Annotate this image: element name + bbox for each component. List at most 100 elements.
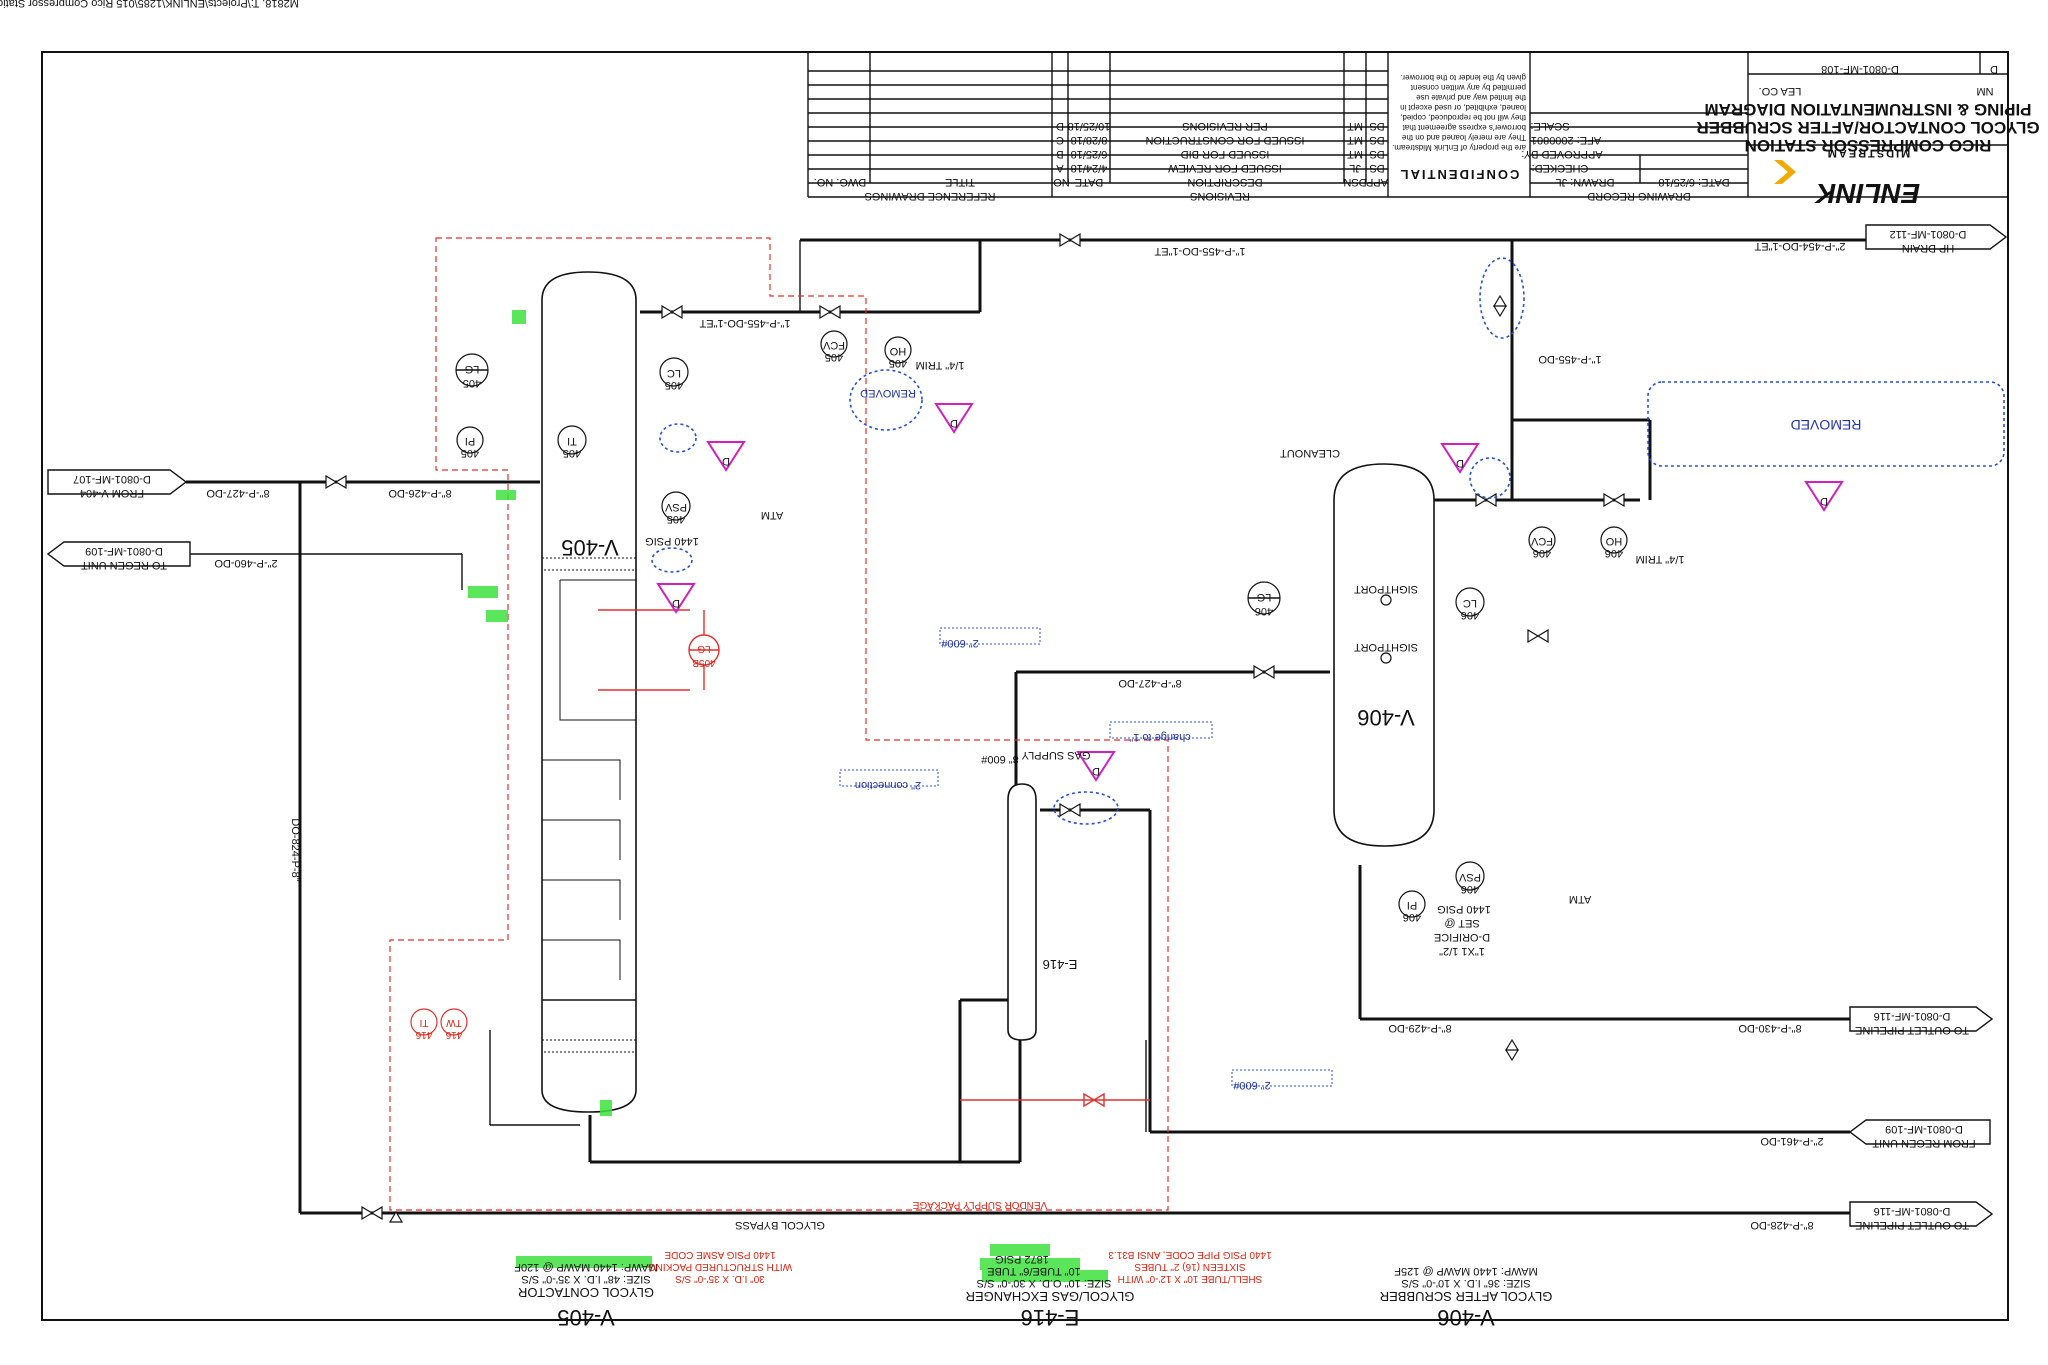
rev-cloud: [1469, 457, 1511, 499]
title-state: NM: [1976, 85, 1993, 97]
offpage-to-outlet-1[interactable]: D-0801-MF-116 TO OUTLET PIPELINE: [1849, 1006, 1994, 1036]
offpage-dwg: D-0801-MF-109: [85, 545, 163, 557]
note-box-ferrous: 2" 600#: [939, 627, 1041, 649]
instrument-ho-405[interactable]: HO 405: [884, 336, 912, 369]
instrument-ti-405[interactable]: TI 405: [557, 425, 587, 459]
psv-406-set-at: SET @: [1444, 917, 1479, 929]
offpage-to-outlet-2[interactable]: D-0801-MF-116 TO OUTLET PIPELINE: [1849, 1201, 1994, 1231]
rev-d-date: 10/25/18: [1068, 120, 1111, 132]
inst-num: 406: [1255, 605, 1273, 617]
equip-red-note: SIXTEEN (16) 2" TUBES: [1134, 1261, 1246, 1272]
instrument-fcv-406[interactable]: FCV 406: [1528, 526, 1556, 559]
equip-hl: 1872 PSIG: [995, 1253, 1049, 1265]
offpage-label: TO OUTLET PIPELINE: [1855, 1024, 1969, 1036]
instrument-lg-406[interactable]: LG 406: [1247, 581, 1281, 617]
offpage-to-regen[interactable]: D-0801-MF-109 TO REGEN UNIT: [46, 541, 191, 571]
line-label-427-in: 8"-P-427-DO: [206, 487, 270, 499]
inst-num: 405: [825, 351, 843, 363]
offpage-hp-drain[interactable]: D-0801-MF-112 HP DRAIN: [1865, 224, 2008, 254]
equip-note-v406: V-406 GLYCOL AFTER SCRUBBER SIZE: 36" I.…: [1380, 1265, 1553, 1330]
scale: SCALE:: [1530, 120, 1569, 132]
rev-b-app: DS: [1369, 148, 1384, 160]
rev-a-app: DS: [1369, 162, 1384, 174]
instrument-fcv-405[interactable]: FCV 405: [820, 330, 848, 363]
vessel-v405[interactable]: V-405: [541, 271, 637, 1113]
vessel-v405-tag: V-405: [561, 535, 619, 560]
instrument-psv-405[interactable]: PSV 405: [661, 491, 691, 525]
rev-d: D: [1820, 495, 1828, 507]
note-text: 2" 600#: [1232, 1079, 1270, 1091]
inst-fn: PI: [1407, 899, 1417, 911]
rev-cloud: [659, 423, 697, 453]
offpage-from-regen[interactable]: D-0801-MF-109 FROM REGEN UNIT: [1848, 1119, 1991, 1149]
revisions-table: REVISIONS NO. DATE DESCRIPTION DSN APP A…: [1050, 52, 1388, 202]
afe-no: AFE: 2000801: [1531, 134, 1601, 146]
title-line2: GLYCOL CONTACTOR/AFTER SCRUBBER: [1696, 118, 2039, 137]
equip-red-note: WITH STRUCTURED PACKING: [648, 1261, 792, 1272]
atm-405: ATM: [761, 509, 783, 521]
green-highlights: [468, 310, 612, 1116]
instrument-lg-405[interactable]: LG 405: [455, 353, 489, 389]
instrument-psv-406[interactable]: PSV 406: [1455, 861, 1485, 895]
note-box-connection: 2" connection: [839, 769, 939, 791]
instrument-lc-406[interactable]: LC 406: [1455, 587, 1485, 621]
instrument-lg-405b[interactable]: LG 405B: [688, 634, 720, 668]
equip-red-note: 1440 PSIG ASME CODE: [664, 1249, 775, 1260]
rev-a-no: A: [1056, 162, 1064, 174]
instrument-pi-405[interactable]: PI 405: [456, 426, 484, 459]
equip-mawp: MAWP: 1440 MAWP @ 125F: [1394, 1265, 1538, 1277]
exchanger-e416[interactable]: E-416: [1007, 783, 1077, 1041]
note-text: 2" 600#: [940, 637, 978, 649]
rev-b-dsn: MT: [1347, 148, 1363, 160]
equip-red-note: 1440 PSIG PIPE CODE, ANSI B31.3: [1108, 1249, 1272, 1260]
inst-num: 406: [1461, 609, 1479, 621]
psv-406-size: 1"X1 1/2": [1439, 945, 1485, 957]
equip-size: SIZE: 36" I.D. X 10'-0" S/S: [1401, 1277, 1530, 1289]
inst-num: 405: [889, 357, 907, 369]
inst-fn: TI: [420, 1017, 429, 1028]
rev-d: D: [1092, 765, 1100, 777]
inst-num: 405: [667, 513, 685, 525]
inst-fn: FCV: [822, 339, 845, 351]
drawn-date: DATE: 6/25/18: [1658, 176, 1729, 188]
offpage-dwg: D-0801-MF-112: [1890, 228, 1967, 240]
inst-fn: LG: [1257, 591, 1272, 603]
offpage-label: TO REGEN UNIT: [81, 559, 167, 571]
equip-note-e416: E-416 GLYCOL/GAS EXCHANGER SIZE: 10" O.D…: [966, 1244, 1272, 1330]
inst-fn: LC: [667, 367, 681, 379]
inst-num: 406: [1533, 547, 1551, 559]
note-box-ferrous-2: 2" 600#: [1231, 1069, 1333, 1091]
reference-header: REFERENCE DRAWINGS: [865, 190, 996, 202]
instrument-ho-406[interactable]: HO 406: [1600, 526, 1628, 559]
inst-fn: HO: [889, 345, 906, 357]
checked-by: CHECKED:: [1532, 162, 1589, 174]
line-label-430-out: 8"-P-430-DO: [1738, 1022, 1802, 1034]
confidential-note: This drawing and the design it covers ar…: [1392, 73, 1526, 152]
sheet-border: [41, 51, 2009, 1321]
offpage-from-v404[interactable]: D-0801-MF-107 FROM V-404: [47, 469, 188, 499]
instrument-tw-416[interactable]: TW 416: [440, 1008, 468, 1040]
file-path: M2818, T:\Projects\ENLINK\1285\015 Rico …: [0, 0, 299, 9]
line-label-426: 8"-P-426-DO: [388, 487, 452, 499]
dwg-number: D-0801-MF-108: [1821, 63, 1899, 75]
instrument-pi-406[interactable]: PI 406: [1398, 890, 1426, 923]
vessel-v406[interactable]: V-406 SIGHTPORT SIGHTPORT: [1333, 463, 1435, 847]
inst-num: 416: [445, 1029, 462, 1040]
equip-tag: E-416: [1021, 1305, 1080, 1330]
note-text: change to 1": [1129, 731, 1190, 743]
inst-num: 405: [461, 447, 479, 459]
rev-d-desc: PER REVISIONS: [1182, 120, 1268, 132]
valves[interactable]: [325, 232, 1625, 1223]
inst-fn: TI: [567, 435, 577, 447]
equip-name: GLYCOL/GAS EXCHANGER: [966, 1289, 1135, 1304]
offpage-label: HP DRAIN: [1902, 242, 1954, 254]
rating-label: 8" 600#: [980, 753, 1018, 765]
rev-a-desc: ISSUED FOR REVIEW: [1168, 162, 1282, 174]
instrument-ti-416[interactable]: TI 416: [410, 1008, 438, 1040]
instrument-lc-405[interactable]: LC 405: [659, 357, 689, 391]
rev-col-date: DATE: [1075, 176, 1104, 188]
inst-num: 406: [1403, 911, 1421, 923]
lg-405b-piping: [598, 609, 705, 691]
note-box-change: change to 1": [1109, 721, 1213, 743]
inst-fn: TW: [446, 1017, 462, 1028]
